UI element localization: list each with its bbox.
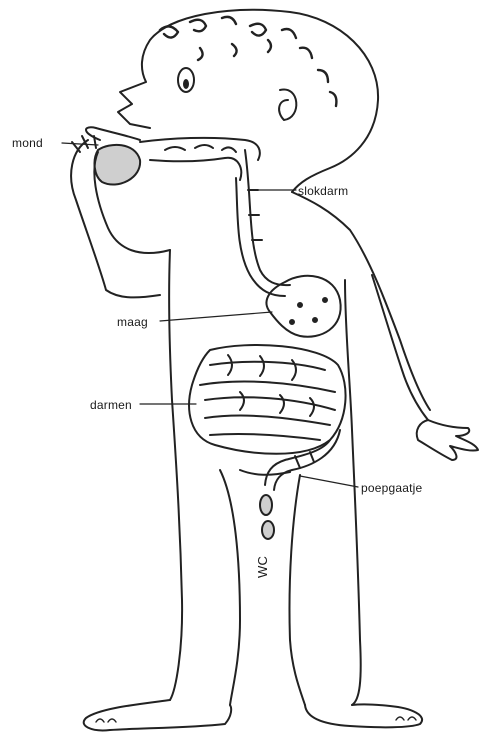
neck-right [292,192,430,410]
esophagus [236,150,290,296]
torso-left [169,250,182,700]
poepgaatje-pointer [300,476,358,487]
right-hand [417,420,478,460]
label-wc: WC [255,556,270,578]
label-mond: mond [12,136,43,150]
label-darmen: darmen [90,398,132,412]
ear [279,89,296,120]
food-in-mouth [95,145,141,185]
head-outline [118,10,378,192]
maag-pointer [160,312,272,321]
right-arm [372,275,428,420]
label-slokdarm: slokdarm [298,184,348,198]
left-foot [84,700,231,730]
mond-pointer [62,143,98,145]
label-poepgaatje: poepgaatje [361,481,422,495]
oral-cavity [140,138,260,180]
intestine-loops [200,355,335,440]
label-maag: maag [117,315,148,329]
torso-right [345,280,361,705]
right-foot [305,704,422,727]
